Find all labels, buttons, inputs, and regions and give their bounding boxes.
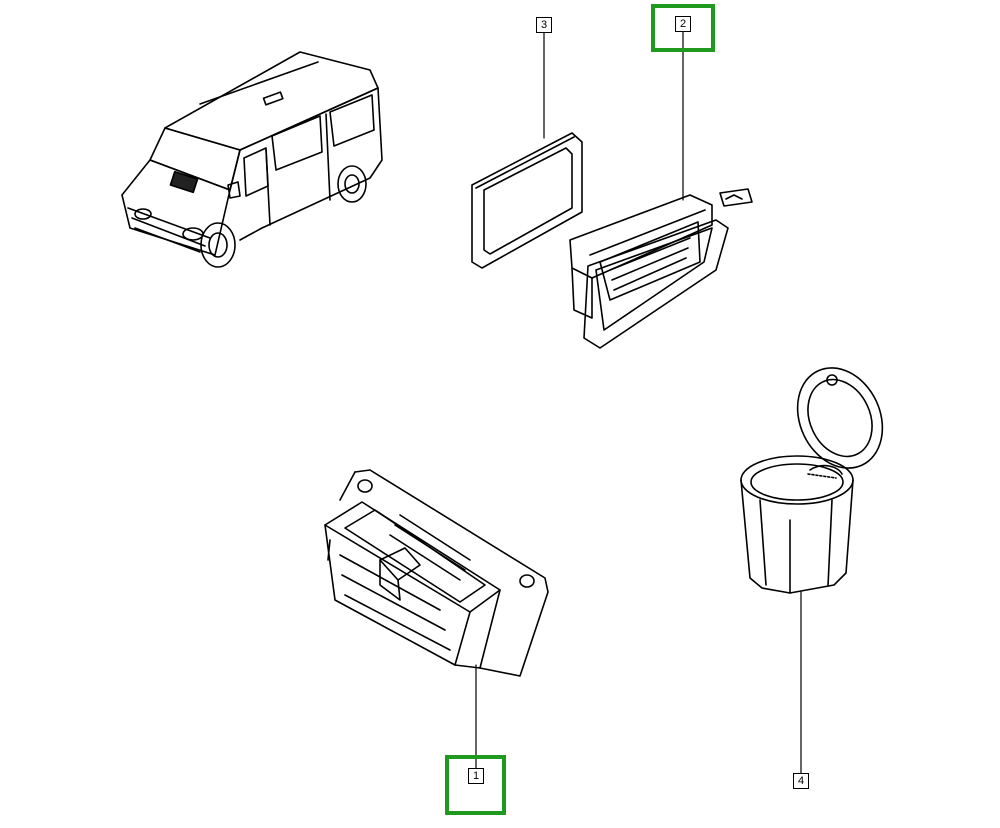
callout-2[interactable]: 2	[675, 16, 691, 32]
callout-1[interactable]: 1	[468, 768, 484, 784]
cup-holder-part	[740, 367, 884, 594]
callout-4[interactable]: 4	[793, 773, 809, 789]
storage-tray-part	[324, 469, 549, 677]
callout-3[interactable]: 3	[536, 17, 552, 33]
gasket-frame-part	[471, 132, 583, 269]
van-illustration	[121, 51, 383, 268]
ashtray-housing-part	[569, 188, 753, 349]
leader-lines	[475, 29, 802, 774]
